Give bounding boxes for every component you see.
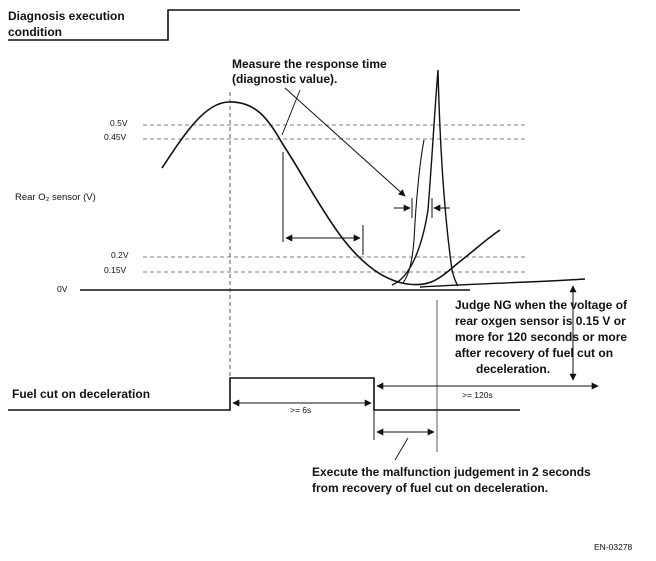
label-05v: 0.5V: [110, 118, 128, 128]
measure-annotation-line1: Measure the response time: [232, 57, 387, 71]
measure-annotation-line2: (diagnostic value).: [232, 72, 338, 86]
diagnosis-condition-signal: [8, 9, 520, 41]
one-twenty-seconds-label: >= 120s: [462, 390, 493, 400]
fuel-cut-signal: [8, 377, 520, 411]
figure-id: EN-03278: [594, 542, 633, 552]
sensor-voltage-curve: [161, 101, 501, 286]
label-015v: 0.15V: [104, 265, 127, 275]
sensor-rise-curve-2: [402, 139, 425, 284]
label-02v: 0.2V: [111, 250, 129, 260]
judge-ng-line3: more for 120 seconds or more: [455, 330, 628, 344]
judge-ng-line2: rear oxgen sensor is 0.15 V or: [455, 314, 626, 328]
fuel-cut-label: Fuel cut on deceleration: [12, 387, 151, 401]
rear-o2-sensor-label: Rear O₂ sensor (V): [15, 192, 96, 203]
judge-ng-line5: deceleration.: [476, 362, 551, 376]
label-045v: 0.45V: [104, 132, 127, 142]
execute-annotation-line1: Execute the malfunction judgement in 2 s…: [312, 465, 591, 479]
sensor-rise-curve: [391, 69, 459, 287]
label-0v: 0V: [57, 284, 68, 294]
execute-leader: [394, 437, 409, 461]
measure-leader-1: [284, 87, 406, 197]
judge-ng-line1: Judge NG when the voltage of: [455, 298, 628, 312]
measure-leader-2: [281, 89, 301, 136]
six-seconds-label: >= 6s: [290, 405, 312, 415]
execute-annotation-line2: from recovery of fuel cut on deceleratio…: [312, 481, 549, 495]
judge-ng-line4: after recovery of fuel cut on: [455, 346, 614, 360]
diagnosis-condition-label-line2: condition: [8, 25, 62, 39]
diagnosis-condition-label-line1: Diagnosis execution: [8, 9, 125, 23]
sensor-tail-curve: [419, 278, 586, 288]
